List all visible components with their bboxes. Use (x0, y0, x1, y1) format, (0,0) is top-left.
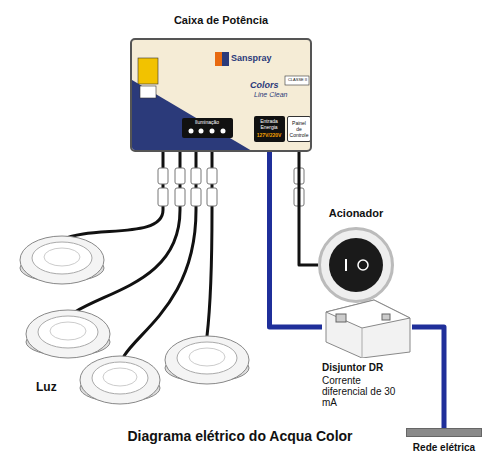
connector (175, 168, 185, 184)
brand-name: Sanspray (231, 53, 272, 63)
node: Acionador (310, 205, 402, 305)
port-label: Entrada Energia (255, 118, 283, 130)
connector (191, 188, 201, 206)
pool-light (20, 236, 104, 284)
light-cable (75, 152, 180, 312)
diagram-title: Diagrama elétrico do Acqua Color (80, 428, 400, 444)
node-graphic (322, 296, 412, 358)
mains-label: Rede elétrica (400, 442, 488, 453)
node-shape (406, 428, 482, 437)
box-title: Caixa de Potência (130, 14, 312, 26)
voltage-label: 127V/220V (254, 132, 284, 138)
light-cable (124, 152, 196, 356)
pool-light (165, 336, 249, 384)
device-label: Acionador (310, 207, 402, 219)
product-name: Colors (250, 80, 279, 90)
node: Entrada Energia 127V/220V (254, 116, 284, 142)
node-shape (322, 296, 412, 358)
port-label: Painel de Controle (289, 120, 309, 138)
node-shape: Entrada Energia 127V/220V (254, 116, 285, 142)
node: Rede elétrica (400, 420, 488, 465)
connector (175, 188, 185, 206)
port-label: Iluminação (182, 119, 232, 125)
class-mark: CLASSE II (286, 77, 309, 82)
connector (207, 168, 217, 184)
node: SansprayColorsLine Clean CLASSE II Ilumina… (130, 10, 312, 152)
node: Iluminação (182, 118, 232, 138)
node-shape: SansprayColorsLine Clean CLASSE II Ilumina… (130, 38, 312, 152)
connector (207, 188, 217, 206)
node-shape: Painel de Controle (287, 116, 311, 142)
connector (158, 168, 168, 184)
device-note: Corrente diferencial de 30 mA (322, 375, 402, 408)
pool-light (80, 356, 160, 404)
node-shape: Iluminação (182, 118, 233, 138)
node: Disjuntor DR Corrente diferencial de 30 m… (322, 296, 422, 406)
node: Painel de Controle (287, 116, 311, 142)
light-cable (62, 152, 163, 240)
node-graphic (321, 230, 391, 300)
part-label: Luz (36, 380, 57, 394)
connector (158, 188, 168, 206)
connector (191, 168, 201, 184)
device-label: Disjuntor DR (322, 362, 422, 373)
cable (299, 142, 318, 265)
cable (412, 327, 444, 428)
product-line: Line Clean (254, 91, 287, 98)
pool-light (26, 310, 110, 358)
cable (270, 142, 323, 327)
node-shape (318, 227, 394, 303)
